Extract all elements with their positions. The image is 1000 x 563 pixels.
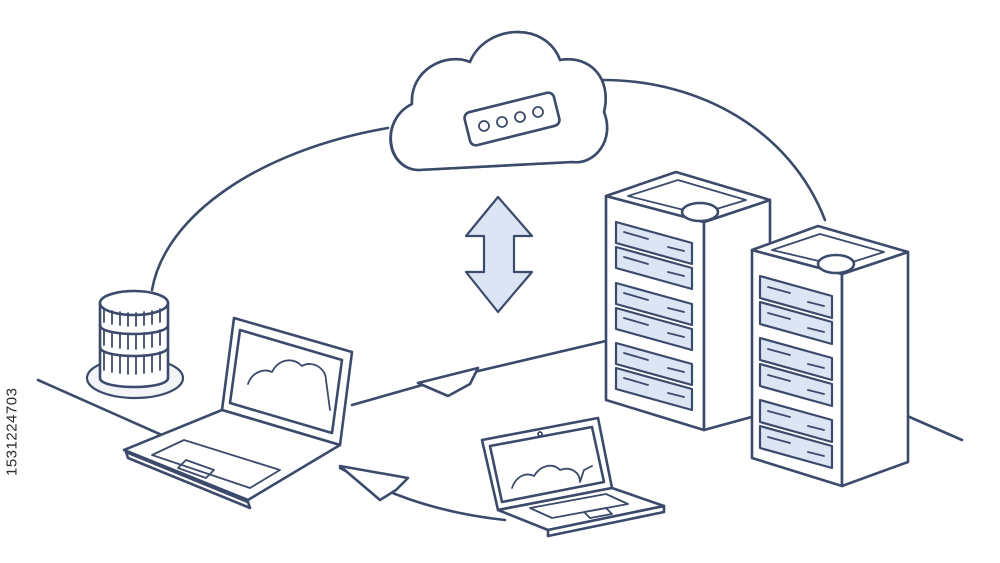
ground-line-right	[903, 413, 964, 442]
server-rack-icon	[604, 170, 772, 432]
connection-db-to-cloud	[150, 126, 390, 292]
database-icon	[85, 289, 185, 400]
server-rack-icon	[750, 224, 910, 488]
image-id-label: 1531224703	[3, 387, 21, 477]
bidirectional-arrow-icon	[464, 195, 534, 314]
laptop-icon	[122, 316, 354, 510]
laptop-icon	[480, 416, 666, 538]
arrowhead-icon	[416, 366, 480, 398]
cloud-icon	[389, 30, 609, 172]
arrowhead-icon	[338, 464, 410, 502]
connection-cloud-to-server	[601, 78, 827, 222]
cloud-server-slot	[463, 91, 561, 147]
connection-laptop-to-server	[350, 338, 612, 407]
